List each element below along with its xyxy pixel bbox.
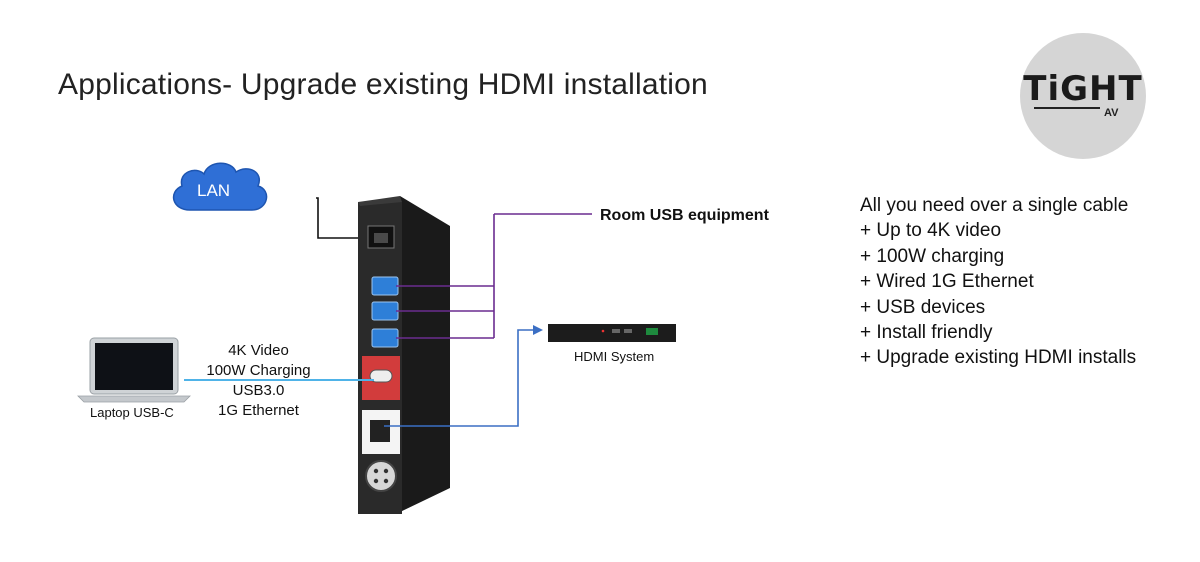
logo-subtext: AV	[1104, 107, 1119, 119]
room-usb-label: Room USB equipment	[600, 207, 769, 224]
cable-line: USB3.0	[232, 382, 285, 399]
feature-item: + Up to 4K video	[860, 220, 1002, 242]
hdmi-system-label: HDMI System	[574, 349, 655, 364]
lan-cable	[316, 197, 370, 239]
hdmi-system-device-icon	[548, 324, 676, 342]
feature-item: + Install friendly	[860, 322, 993, 344]
slide-title: Applications- Upgrade existing HDMI inst…	[58, 68, 708, 101]
feature-item: + USB devices	[860, 296, 986, 318]
cable-line: 1G Ethernet	[218, 402, 299, 419]
logo-underline	[1034, 107, 1100, 109]
cable-capabilities: 4K Video 100W Charging USB3.0 1G Etherne…	[186, 341, 331, 421]
logo-wordmark: TiGHT	[1023, 69, 1143, 109]
usb-c-port-icon	[369, 369, 393, 383]
lan-cloud-icon	[172, 162, 268, 211]
cable-line: 100W Charging	[206, 362, 311, 379]
feature-item: + Upgrade existing HDMI installs	[860, 347, 1137, 369]
dc-power-port-icon	[365, 460, 397, 492]
feature-item: + 100W charging	[860, 245, 1005, 267]
laptop-label: Laptop USB-C	[90, 405, 174, 420]
usb-a-port-icon	[371, 328, 399, 348]
cable-line: 4K Video	[228, 342, 289, 359]
usb-a-port-icon	[371, 301, 399, 321]
laptop-icon	[77, 337, 191, 403]
usb-c-extender-device	[358, 196, 450, 514]
feature-list: All you need over a single cable + Up to…	[860, 193, 1136, 371]
hdmi-arrowhead	[533, 325, 543, 335]
usb-a-port-icon	[371, 276, 399, 296]
hdmi-port-icon	[370, 420, 390, 442]
feature-heading: All you need over a single cable	[860, 195, 1129, 216]
tight-av-logo: TiGHT AV	[1020, 33, 1146, 159]
feature-item: + Wired 1G Ethernet	[860, 271, 1034, 293]
hdmi-line	[384, 329, 536, 427]
lan-label: LAN	[197, 181, 231, 200]
usb-lines	[396, 213, 592, 339]
